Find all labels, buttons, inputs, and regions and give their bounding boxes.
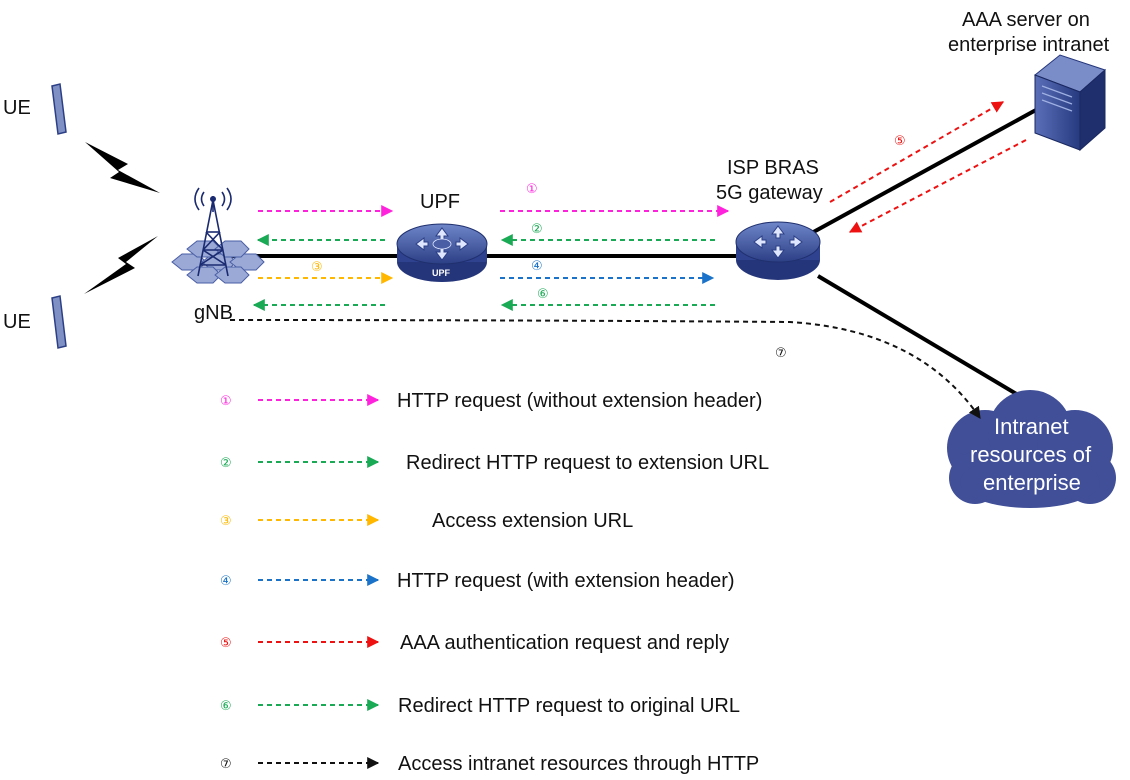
bras-gateway-router-icon bbox=[735, 221, 821, 280]
ue-label-top: UE bbox=[3, 97, 31, 119]
ue-device-top bbox=[51, 83, 67, 135]
legend-number-7: ⑦ bbox=[220, 757, 232, 772]
gnb-label: gNB bbox=[194, 302, 233, 324]
upf-device-tag: UPF bbox=[432, 268, 451, 278]
aaa-server-icon bbox=[1034, 54, 1106, 152]
legend-label-4: HTTP request (with extension header) bbox=[397, 570, 735, 592]
legend-number-1: ① bbox=[220, 394, 232, 409]
link-bras-intranet bbox=[816, 274, 1032, 404]
intranet-label-line3: enterprise bbox=[983, 470, 1081, 495]
aaa-label-line1: AAA server on bbox=[962, 9, 1090, 31]
flow-number-7: ⑦ bbox=[775, 346, 787, 361]
flow-number-5: ⑤ bbox=[894, 134, 906, 149]
legend-label-7: Access intranet resources through HTTP bbox=[398, 753, 759, 775]
link-bras-aaa bbox=[807, 103, 1046, 237]
flow-arrow-5-bras-aaa bbox=[829, 101, 1005, 203]
intranet-label-line1: Intranet bbox=[994, 414, 1069, 439]
flow-number-3-gnb: ③ bbox=[311, 260, 323, 275]
flow-number-6: ⑥ bbox=[537, 287, 549, 302]
legend-number-2: ② bbox=[220, 456, 232, 471]
legend-label-3: Access extension URL bbox=[432, 510, 633, 532]
bras-label-line1: ISP BRAS bbox=[727, 157, 819, 179]
legend-label-2: Redirect HTTP request to extension URL bbox=[406, 452, 769, 474]
flow-number-2: ② bbox=[531, 222, 543, 237]
flow-number-4: ④ bbox=[531, 259, 543, 274]
legend-number-4: ④ bbox=[220, 574, 232, 589]
legend: ① HTTP request (without extension header)… bbox=[220, 390, 769, 775]
flow-number-1: ① bbox=[526, 182, 538, 197]
flow-arrow-5-aaa-bras bbox=[848, 139, 1027, 233]
bras-label-line2: 5G gateway bbox=[716, 182, 823, 204]
legend-label-6: Redirect HTTP request to original URL bbox=[398, 695, 740, 717]
legend-number-6: ⑥ bbox=[220, 699, 232, 714]
wireless-bolt-icon-top bbox=[85, 142, 160, 193]
legend-label-1: HTTP request (without extension header) bbox=[397, 390, 762, 412]
upf-label: UPF bbox=[420, 191, 460, 213]
aaa-label-line2: enterprise intranet bbox=[948, 34, 1110, 56]
legend-number-3: ③ bbox=[220, 514, 232, 529]
legend-number-5: ⑤ bbox=[220, 636, 232, 651]
upf-router-icon bbox=[396, 223, 488, 282]
ue-label-bottom: UE bbox=[3, 311, 31, 333]
gnb-tower-icon bbox=[171, 187, 265, 284]
ue-device-bottom bbox=[51, 295, 67, 349]
intranet-cloud-icon bbox=[947, 390, 1116, 508]
wireless-bolt-icon-bottom bbox=[84, 236, 158, 294]
legend-label-5: AAA authentication request and reply bbox=[400, 632, 729, 654]
intranet-label-line2: resources of bbox=[970, 442, 1092, 467]
